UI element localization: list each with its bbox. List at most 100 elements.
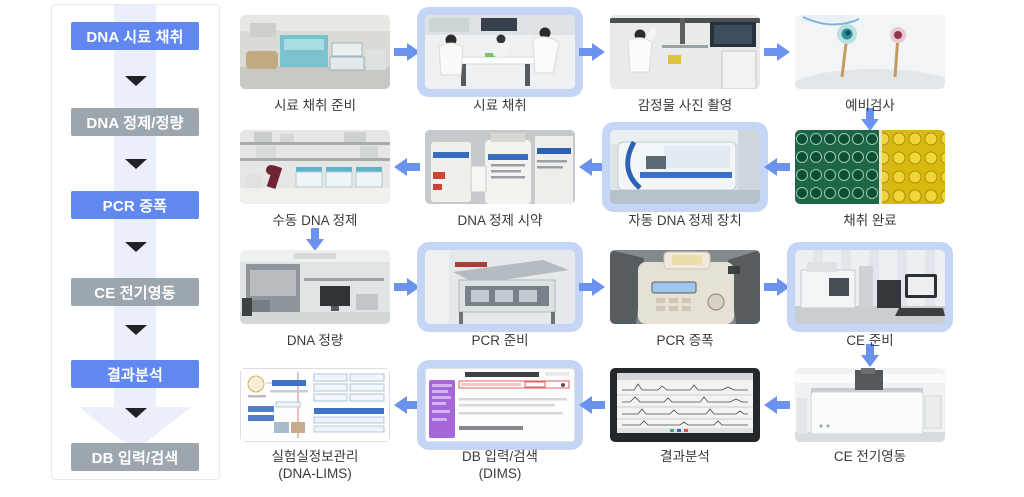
caption-evidence-photography: 감정물 사진 촬영 <box>637 98 733 113</box>
down-triangle-icon <box>124 408 147 418</box>
arrow-head <box>764 396 777 414</box>
flow-step-dna-purification-reagents: DNA 정제 시약 <box>417 122 583 254</box>
photo-ce-electrophoresis <box>795 368 945 442</box>
arrow-head <box>592 43 605 61</box>
flow-step-ce-electrophoresis: CE 전기영동 <box>787 360 953 492</box>
flow-arrow-right-icon <box>764 278 790 296</box>
photo-ce-prep-image <box>795 250 945 324</box>
flow-arrow-left-icon <box>579 158 605 176</box>
flow-arrow-left-icon <box>579 396 605 414</box>
photo-result-analysis-image <box>610 368 760 442</box>
sidebar-step-pcr-amplification: PCR 증폭 <box>71 191 199 219</box>
photo-pcr-amplification <box>610 250 760 324</box>
caption-dims-line2: (DIMS) <box>478 466 522 481</box>
flow-step-dims: DB 입력/검색 (DIMS) <box>417 360 583 492</box>
flow-step-preliminary-test: 예비검사 <box>787 7 953 139</box>
flow-step-collection-complete: 채취 완료 <box>787 122 953 254</box>
flow-step-result-analysis: 결과분석 <box>602 360 768 492</box>
photo-sample-collection-image <box>425 15 575 89</box>
arrow-stem <box>592 163 605 171</box>
photo-manual-dna-purification <box>240 130 390 204</box>
arrow-stem <box>777 163 790 171</box>
flow-arrow-right-icon <box>394 43 420 61</box>
photo-pcr-prep-image <box>425 250 575 324</box>
caption-dims-line1: DB 입력/검색 <box>462 449 538 464</box>
flow-step-sample-collection-prep: 시료 채취 준비 <box>232 7 398 139</box>
flow-arrow-down-icon <box>861 344 879 367</box>
flow-arrow-left-icon <box>764 158 790 176</box>
photo-auto-dna-purifier <box>610 130 760 204</box>
arrow-stem <box>777 401 790 409</box>
photo-manual-dna-purification-image <box>240 130 390 204</box>
flow-step-lims: 실험실정보관리(DNA-LIMS) <box>232 360 398 492</box>
arrow-head <box>777 278 790 296</box>
photo-dna-quantification <box>240 250 390 324</box>
photo-collection-complete-image <box>795 130 945 204</box>
arrow-head <box>764 158 777 176</box>
arrow-head <box>394 396 407 414</box>
arrow-head <box>407 278 420 296</box>
flow-arrow-right-icon <box>764 43 790 61</box>
photo-evidence-photography <box>610 15 760 89</box>
arrow-stem <box>866 344 874 355</box>
arrow-head <box>777 43 790 61</box>
arrow-head <box>407 43 420 61</box>
arrow-stem <box>592 401 605 409</box>
flow-step-manual-dna-purification: 수동 DNA 정제 <box>232 122 398 254</box>
photo-ce-electrophoresis-image <box>795 368 945 442</box>
sidebar-step-dna-sample-collection: DNA 시료 채취 <box>71 22 199 50</box>
caption-pcr-prep: PCR 준비 <box>471 333 529 348</box>
arrow-stem <box>407 401 420 409</box>
photo-auto-dna-purifier-image <box>610 130 760 204</box>
caption-ce-electrophoresis: CE 전기영동 <box>833 449 907 464</box>
photo-sample-collection-prep <box>240 15 390 89</box>
arrow-head <box>394 158 407 176</box>
photo-dna-purification-reagents <box>425 130 575 204</box>
arrow-head <box>579 158 592 176</box>
flow-arrow-down-icon <box>306 228 324 251</box>
arrow-stem <box>394 283 407 291</box>
arrow-stem <box>764 48 777 56</box>
photo-dims-image <box>425 368 575 442</box>
caption-dna-quantification: DNA 정량 <box>286 333 344 348</box>
photo-collection-complete <box>795 130 945 204</box>
photo-dna-quantification-image <box>240 250 390 324</box>
down-triangle-icon <box>124 159 147 169</box>
flow-step-pcr-prep: PCR 준비 <box>417 242 583 374</box>
flow-arrow-right-icon <box>394 278 420 296</box>
arrow-stem <box>579 283 592 291</box>
process-steps-panel: DNA 시료 채취 DNA 정제/정량 PCR 증폭 CE 전기영동 결과분석 … <box>51 4 220 480</box>
flow-step-auto-dna-purifier: 자동 DNA 정제 장치 <box>602 122 768 254</box>
flow-arrow-down-icon <box>861 108 879 131</box>
sidebar-step-db-entry-search: DB 입력/검색 <box>71 443 199 471</box>
flow-step-pcr-amplification: PCR 증폭 <box>602 242 768 374</box>
flow-arrow-left-icon <box>394 396 420 414</box>
arrow-head <box>861 355 879 367</box>
photo-lims-image <box>240 368 390 442</box>
arrow-stem <box>394 48 407 56</box>
down-triangle-icon <box>124 76 147 86</box>
photo-sample-collection-prep-image <box>240 15 390 89</box>
photo-pcr-prep <box>425 250 575 324</box>
photo-preliminary-test <box>795 15 945 89</box>
flow-step-sample-collection: 시료 채취 <box>417 7 583 139</box>
photo-dna-purification-reagents-image <box>425 130 575 204</box>
arrow-stem <box>764 283 777 291</box>
arrow-stem <box>311 228 319 239</box>
caption-lims-line2: (DNA-LIMS) <box>278 466 352 481</box>
sidebar-step-dna-purification-quantification: DNA 정제/정량 <box>71 108 199 136</box>
photo-pcr-amplification-image <box>610 250 760 324</box>
photo-dims <box>425 368 575 442</box>
flow-arrow-right-icon <box>579 278 605 296</box>
caption-sample-collection-prep: 시료 채취 준비 <box>273 98 357 113</box>
arrow-stem <box>579 48 592 56</box>
caption-dims: DB 입력/검색 (DIMS) <box>405 448 595 482</box>
caption-dna-purification-reagents: DNA 정제 시약 <box>457 213 543 228</box>
caption-ce-prep: CE 준비 <box>846 333 894 348</box>
caption-lims: 실험실정보관리(DNA-LIMS) <box>220 448 410 482</box>
photo-result-analysis <box>610 368 760 442</box>
caption-sample-collection: 시료 채취 <box>473 98 527 113</box>
photo-preliminary-test-image <box>795 15 945 89</box>
caption-preliminary-test: 예비검사 <box>845 98 895 113</box>
caption-pcr-amplification: PCR 증폭 <box>656 333 714 348</box>
